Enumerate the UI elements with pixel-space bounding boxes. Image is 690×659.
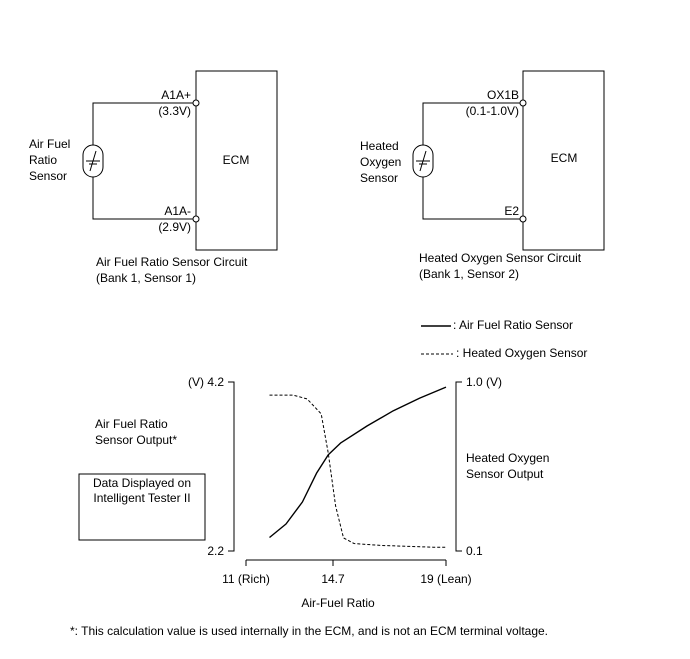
right-top-tick: 1.0 (V) [466, 375, 502, 389]
right-bottom-tick: 0.1 [466, 544, 483, 558]
afr-sensor-label-1: Air Fuel [29, 137, 70, 151]
x-tick-label-left: 11 (Rich) [222, 572, 270, 586]
x-axis-title: Air-Fuel Ratio [301, 596, 375, 610]
ho2-caption-1: Heated Oxygen Sensor Circuit [419, 251, 582, 265]
tester-box [78, 473, 206, 541]
legend: : Air Fuel Ratio Sensor : Heated Oxygen … [421, 318, 587, 360]
ho2-output-line [269, 394, 446, 548]
ho2-terminal-top-label: OX1B [487, 88, 519, 102]
afr-sensor-icon [82, 144, 104, 178]
ho2-top-wire [422, 102, 523, 145]
afr-terminal-top-label: A1A+ [161, 88, 191, 102]
afr-caption-1: Air Fuel Ratio Sensor Circuit [96, 255, 248, 269]
x-tick-label-right: 19 (Lean) [420, 572, 471, 586]
afr-sensor-label-2: Ratio [29, 153, 57, 167]
right-axis-title-1: Heated Oxygen [466, 451, 549, 465]
ho2-sensor-label-1: Heated [360, 139, 399, 153]
footnote: *: This calculation value is used intern… [70, 624, 548, 638]
afr-terminal-top [192, 99, 200, 107]
afr-terminal-bottom-label: A1A- [164, 204, 191, 218]
ho2-terminal-bottom [519, 215, 527, 223]
afr-output-line [269, 386, 447, 539]
ho2-sensor-label-2: Oxygen [360, 155, 401, 169]
ho2-sensor-icon [412, 144, 434, 178]
tester-box-label-2: Intelligent Tester II [93, 491, 190, 505]
ho2-ecm-label: ECM [551, 151, 578, 165]
afr-top-wire [92, 102, 196, 145]
left-axis [228, 381, 235, 552]
right-axis-title-2: Sensor Output [466, 467, 544, 481]
tester-box-label-1: Data Displayed on [93, 476, 191, 490]
afr-bottom-wire [92, 177, 196, 220]
x-tick-label-middle: 14.7 [321, 572, 345, 586]
legend-dashed-label: : Heated Oxygen Sensor [456, 346, 587, 360]
afr-voltage-bottom-label: (2.9V) [158, 220, 191, 234]
afr-circuit: ECM A1A+ (3.3V) A1A- (2.9V) Air Fuel Rat… [29, 70, 278, 285]
right-axis [455, 381, 462, 552]
left-axis-title-1: Air Fuel Ratio [95, 417, 168, 431]
afr-voltage-top-label: (3.3V) [158, 104, 191, 118]
ho2-ecm-box [522, 70, 605, 251]
ho2-caption-2: (Bank 1, Sensor 2) [419, 267, 519, 281]
left-top-tick: (V) 4.2 [188, 375, 224, 389]
ho2-voltage-top-label: (0.1-1.0V) [466, 104, 519, 118]
ho2-terminal-bottom-label: E2 [504, 204, 519, 218]
afr-caption-2: (Bank 1, Sensor 1) [96, 271, 196, 285]
ho2-bottom-wire [422, 177, 523, 220]
left-bottom-tick: 2.2 [207, 544, 224, 558]
left-axis-title-2: Sensor Output* [95, 433, 177, 447]
afr-ecm-label: ECM [223, 153, 250, 167]
afr-sensor-label-3: Sensor [29, 169, 67, 183]
sensor-output-chart: (V) 4.2 2.2 1.0 (V) 0.1 11 (Rich) 14.7 1… [78, 375, 549, 610]
legend-solid-label: : Air Fuel Ratio Sensor [453, 318, 573, 332]
afr-ecm-box [195, 70, 278, 251]
ho2-terminal-top [519, 99, 527, 107]
ho2-sensor-label-3: Sensor [360, 171, 398, 185]
afr-terminal-bottom [192, 215, 200, 223]
ho2-circuit: ECM OX1B (0.1-1.0V) E2 Heated Oxygen Sen… [360, 70, 605, 281]
